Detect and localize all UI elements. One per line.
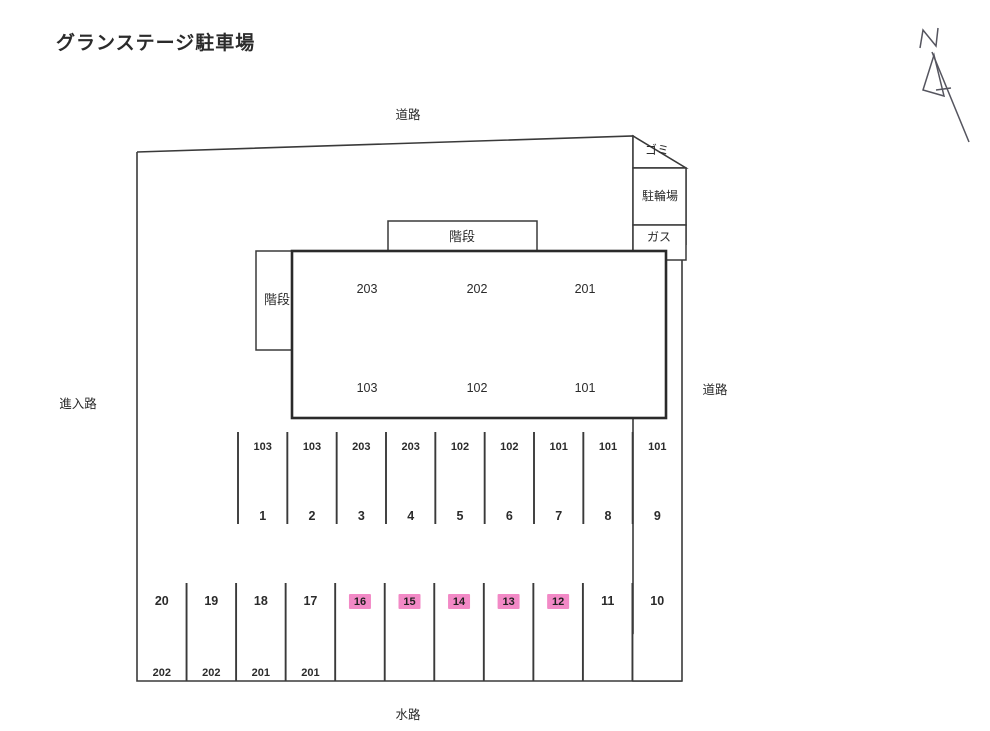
stall-number: 3 bbox=[358, 509, 365, 523]
stall-unit-label: 101 bbox=[599, 441, 617, 453]
stall-unit-label: 103 bbox=[303, 441, 321, 453]
stairs-top-label: 階段 bbox=[449, 229, 475, 244]
stall-highlight bbox=[348, 594, 371, 609]
stairs-left-label: 階段 bbox=[264, 292, 290, 307]
stall-number: 14 bbox=[453, 596, 466, 608]
trash-area-label: ゴミ bbox=[645, 142, 669, 157]
building-unit-103: 103 bbox=[357, 381, 378, 395]
stall-unit-label: 202 bbox=[202, 667, 220, 679]
stall-number: 7 bbox=[555, 509, 562, 523]
stall-number: 8 bbox=[605, 509, 612, 523]
stall-highlight bbox=[398, 594, 421, 609]
stall-number: 4 bbox=[407, 509, 414, 523]
stall-unit-label: 201 bbox=[252, 667, 270, 679]
stall-unit-label: 202 bbox=[153, 667, 171, 679]
stall-number: 13 bbox=[502, 596, 514, 608]
stall-highlight bbox=[448, 594, 471, 609]
stall-number: 5 bbox=[457, 509, 464, 523]
gas-meter-label: ガス bbox=[647, 230, 671, 244]
bicycle-parking-label: 駐輪場 bbox=[642, 188, 678, 203]
stall-number: 11 bbox=[601, 594, 614, 608]
building-unit-101: 101 bbox=[575, 381, 596, 395]
stall-number: 15 bbox=[403, 596, 415, 608]
building-unit-102: 102 bbox=[467, 381, 488, 395]
building-unit-202: 202 bbox=[467, 282, 488, 296]
stall-unit-label: 103 bbox=[253, 441, 271, 453]
stall-number: 2 bbox=[309, 509, 316, 523]
stairs-left-box bbox=[255, 250, 297, 351]
edge-label-right-road: 道路 bbox=[702, 382, 728, 397]
parking-row-lower: 20 202 19 202 18 201 17 201 16 15 14 13 12 11 10 bbox=[153, 583, 664, 681]
edge-label-top-road: 道路 bbox=[395, 107, 421, 122]
parking-row-upper: 1 103 2 103 3 203 4 203 5 102 6 102 7 101 8 101 9 101 bbox=[237, 432, 667, 524]
stall-number: 16 bbox=[354, 596, 366, 608]
page-title: グランステージ駐車場 bbox=[56, 33, 256, 54]
stall-number: 10 bbox=[650, 594, 664, 608]
stall-unit-label: 102 bbox=[451, 441, 469, 453]
stall-highlight bbox=[547, 594, 570, 609]
stall-number: 6 bbox=[506, 509, 513, 523]
stall-number: 1 bbox=[259, 509, 266, 523]
stairs-top-box bbox=[387, 220, 538, 252]
bicycle-parking-box bbox=[632, 167, 687, 226]
stall-number: 19 bbox=[204, 594, 218, 608]
stall-unit-label: 201 bbox=[301, 667, 319, 679]
building-footprint bbox=[290, 249, 668, 420]
stall-number: 20 bbox=[155, 594, 169, 608]
building-unit-201: 201 bbox=[575, 282, 596, 296]
stall-unit-label: 101 bbox=[648, 441, 666, 453]
stall-number: 17 bbox=[303, 594, 317, 608]
edge-label-left-entrance: 進入路 bbox=[59, 396, 97, 411]
stall-unit-label: 101 bbox=[549, 441, 567, 453]
stall-unit-label: 203 bbox=[352, 441, 370, 453]
stall-number: 9 bbox=[654, 509, 661, 523]
building-unit-203: 203 bbox=[357, 282, 378, 296]
stall-number: 12 bbox=[552, 596, 564, 608]
stall-highlight bbox=[497, 594, 520, 609]
stall-number: 18 bbox=[254, 594, 268, 608]
stall-unit-label: 102 bbox=[500, 441, 518, 453]
edge-label-bottom-waterway: 水路 bbox=[395, 707, 421, 722]
north-arrow-compass bbox=[919, 27, 970, 143]
stall-unit-label: 203 bbox=[401, 441, 419, 453]
